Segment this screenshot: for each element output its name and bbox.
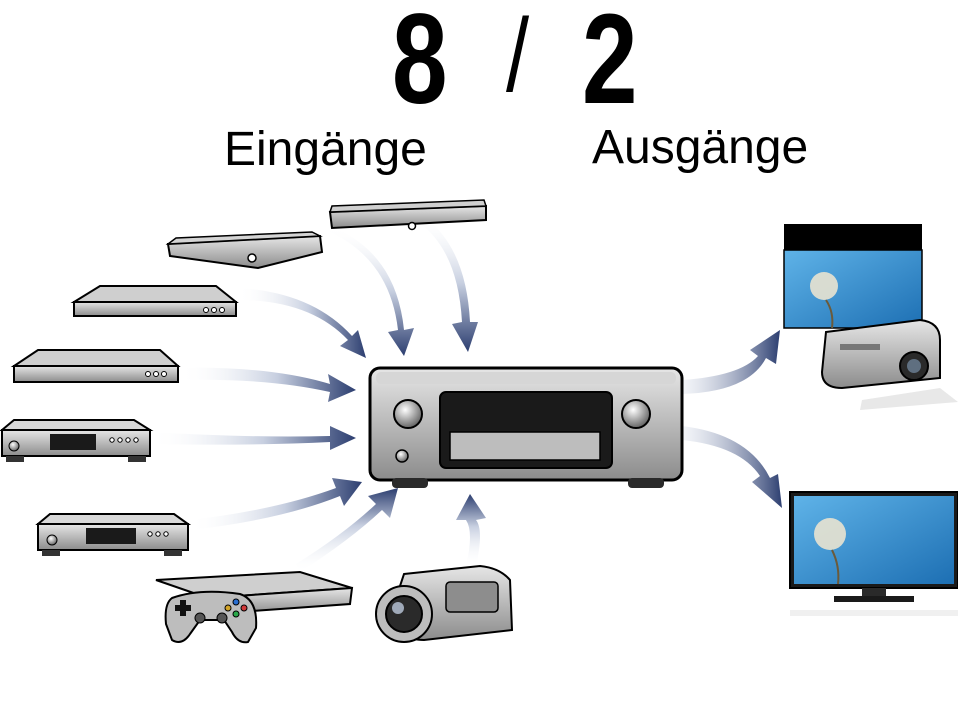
arrow-2 — [418, 214, 478, 352]
arrow-4 — [180, 367, 356, 402]
blu-ray-player — [70, 285, 239, 317]
arrow-out-1 — [682, 330, 780, 394]
dvd-player — [10, 349, 181, 383]
projector — [820, 318, 958, 410]
output-arrows — [682, 330, 782, 508]
inputs-label: Eingänge — [224, 123, 427, 176]
outputs-count: 2 — [582, 0, 638, 131]
arrow-3 — [238, 288, 366, 358]
cd-player-2 — [35, 513, 192, 556]
arrow-1 — [330, 226, 414, 356]
camcorder — [375, 564, 514, 643]
inputs-count: 8 — [392, 0, 448, 131]
arrow-6 — [190, 478, 362, 530]
arrow-7 — [296, 488, 398, 572]
av-receiver — [368, 366, 684, 488]
satellite-receiver — [328, 199, 488, 231]
set-top-box — [165, 231, 324, 270]
input-arrows — [150, 214, 486, 572]
game-console — [155, 570, 354, 644]
tv — [789, 491, 958, 616]
arrow-8 — [456, 494, 486, 566]
arrow-out-2 — [682, 426, 782, 508]
projector-screen — [783, 224, 923, 329]
cd-player — [0, 419, 154, 462]
separator: / — [506, 0, 530, 114]
outputs-label: Ausgänge — [592, 121, 809, 174]
arrow-5 — [150, 426, 356, 450]
